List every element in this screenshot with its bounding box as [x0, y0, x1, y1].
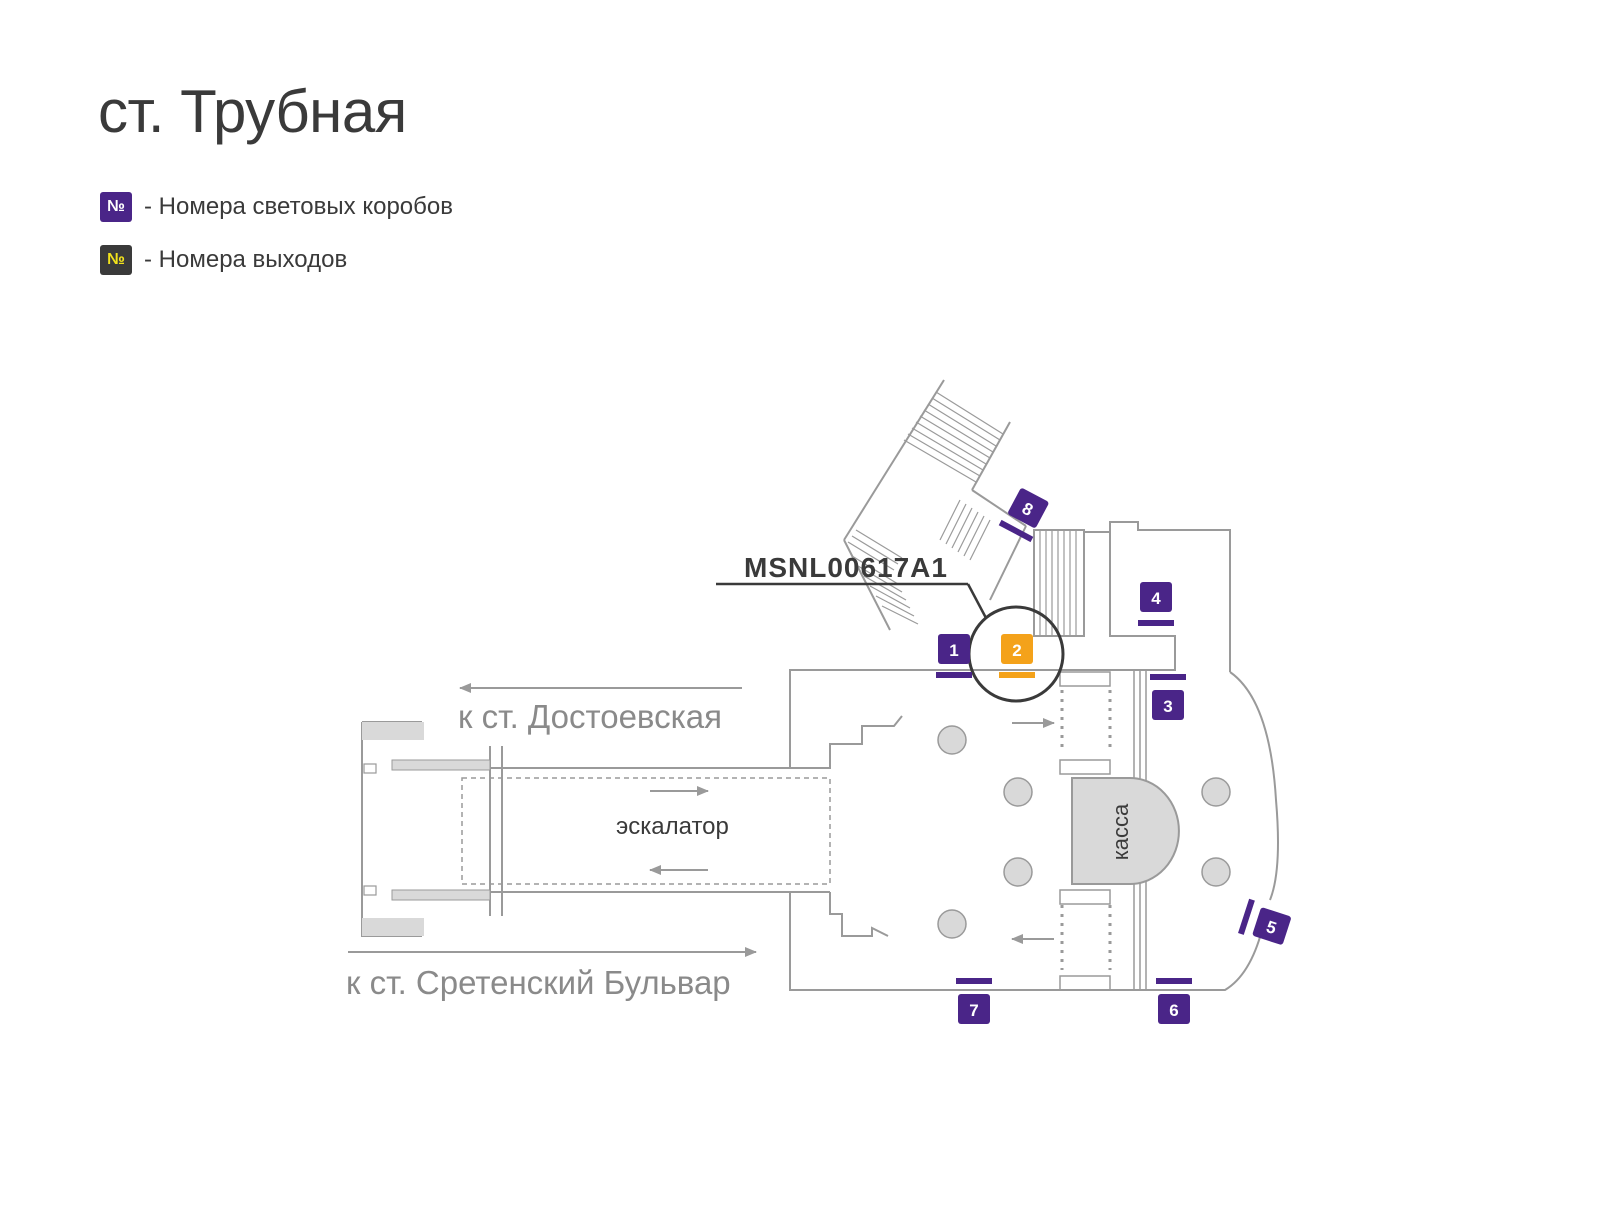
svg-text:7: 7 [969, 1001, 978, 1020]
column [937, 725, 967, 755]
legend-lightbox-label: - Номера световых коробов [144, 193, 453, 220]
legend-exit-label: - Номера выходов [144, 246, 348, 273]
svg-text:1: 1 [949, 641, 958, 660]
north-stairs [1033, 529, 1085, 637]
lightbox-number-icon: № [100, 192, 132, 222]
lightbox-marker-6: 6 [1156, 978, 1192, 1024]
column [1201, 777, 1231, 807]
lightbox-marker-7: 7 [956, 978, 992, 1024]
lightbox-marker-1: 1 [936, 634, 972, 678]
legend-exit: № - Номера выходов [100, 243, 347, 277]
lightbox-marker-8: 8 [998, 488, 1049, 543]
legend-lightbox: № - Номера световых коробов [100, 190, 453, 224]
direction-arrows [348, 683, 1055, 957]
svg-text:3: 3 [1163, 697, 1172, 716]
svg-text:6: 6 [1169, 1001, 1178, 1020]
lightbox-marker-5: 5 [1238, 898, 1291, 945]
page-title: ст. Трубная [98, 78, 407, 145]
lightbox-code-label: MSNL00617A1 [744, 552, 948, 583]
lightbox-marker-3: 3 [1150, 674, 1186, 720]
label-kassa: касса [1108, 803, 1133, 860]
callout: MSNL00617A1 [716, 552, 1065, 703]
column [1003, 777, 1033, 807]
svg-text:4: 4 [1151, 589, 1161, 608]
exit-number-icon: № [100, 245, 132, 275]
ticket-office [1071, 777, 1180, 885]
column [937, 909, 967, 939]
label-to-sretensky: к ст. Сретенский Бульвар [346, 964, 731, 1001]
label-to-dostoevskaya: к ст. Достоевская [458, 698, 722, 735]
vestibule-outline [789, 521, 1279, 991]
columns [937, 725, 1231, 939]
column [1201, 857, 1231, 887]
lightbox-marker-4: 4 [1138, 582, 1174, 626]
column [1003, 857, 1033, 887]
label-escalator: эскалатор [616, 813, 729, 840]
lightbox-marker-2-highlighted: 2 [999, 634, 1035, 678]
escalator-tunnel [361, 721, 831, 937]
lightbox-markers: 1 2 3 4 5 [936, 488, 1291, 1024]
svg-text:2: 2 [1012, 641, 1021, 660]
northwest-stair-corridor [843, 379, 1027, 631]
